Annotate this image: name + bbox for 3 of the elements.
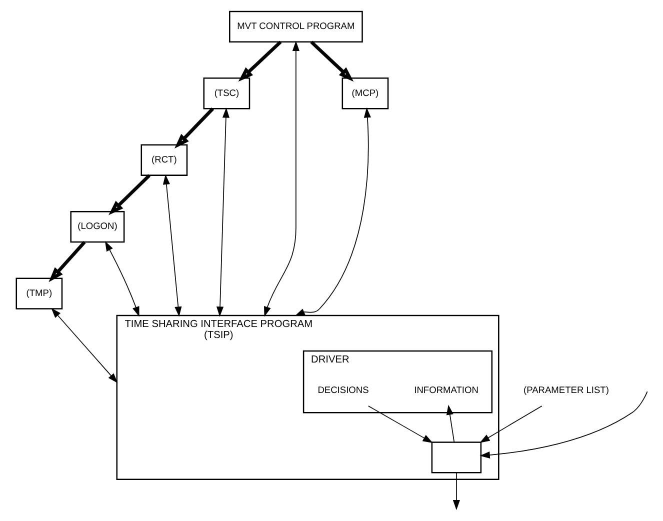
- node-text: DECISIONS: [317, 385, 368, 396]
- node-text: (PARAMETER LIST): [523, 385, 608, 396]
- node-text: INFORMATION: [414, 385, 478, 396]
